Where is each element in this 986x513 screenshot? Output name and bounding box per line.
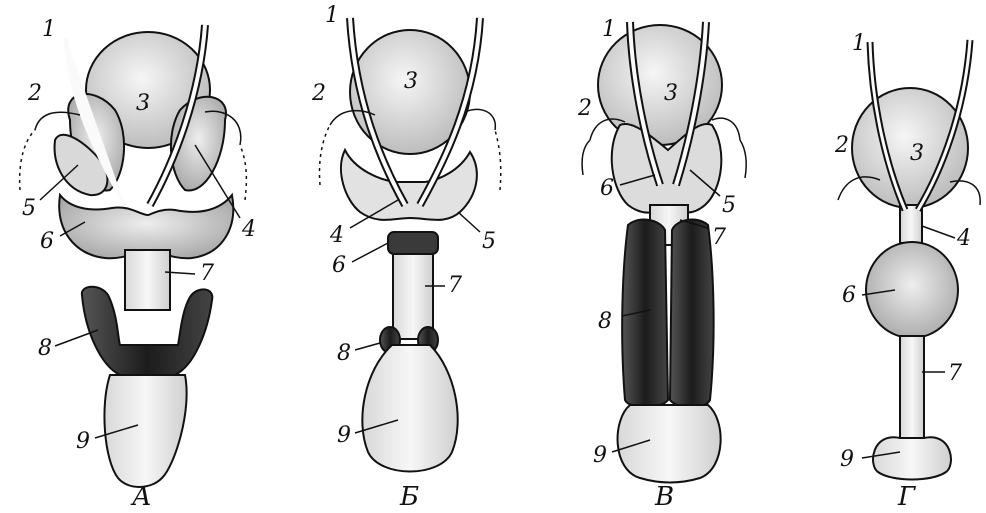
- panel-g-prostate: [866, 242, 958, 338]
- panel-a-label-5: 5: [22, 196, 36, 221]
- panel-v-label-1: 1: [602, 17, 616, 42]
- panel-g-label-9: 9: [840, 447, 854, 472]
- panel-g-label-4: 4: [956, 226, 971, 251]
- panel-v-bulbourethral-glands: [622, 220, 668, 408]
- panel-b-label-7: 7: [448, 273, 462, 298]
- panel-b: 1 2 3 4 5 6 7 8 9 Б: [311, 3, 501, 512]
- panel-a-label-4: 4: [241, 217, 256, 242]
- panel-b-label-5: 5: [482, 229, 496, 254]
- panel-b-seminal-vesicle: [341, 150, 477, 220]
- panel-g-label-7: 7: [948, 361, 962, 386]
- panel-b-glans: [362, 345, 457, 472]
- panel-g-leader-4: [922, 226, 955, 238]
- panel-g-urethra: [900, 336, 924, 438]
- panel-b-ureter-right: [465, 109, 495, 130]
- panel-v-caption: В: [654, 482, 674, 512]
- panel-a-label-9: 9: [76, 429, 90, 454]
- panel-v-label-6: 6: [600, 176, 614, 201]
- panel-v-label-9: 9: [593, 443, 607, 468]
- panel-v: 1 2 3 5 6 7 8 9 В: [577, 17, 746, 512]
- panel-a-label-2: 2: [27, 81, 42, 106]
- panel-v-label-2: 2: [577, 96, 592, 121]
- panel-g: 1 2 3 4 6 7 9 Г: [834, 31, 980, 512]
- panel-a-ureter-right-dash: [240, 145, 246, 200]
- panel-a-caption: А: [130, 482, 152, 512]
- panel-g-glans: [873, 437, 951, 479]
- panel-b-label-9: 9: [337, 423, 351, 448]
- panel-b-label-4: 4: [329, 223, 344, 248]
- panel-g-caption: Г: [897, 482, 916, 512]
- panel-a-prostate: [59, 195, 233, 258]
- panel-b-label-8: 8: [337, 341, 351, 366]
- panel-b-label-6: 6: [332, 253, 346, 278]
- panel-a-label-1: 1: [42, 17, 56, 42]
- panel-b-prostate: [388, 232, 438, 254]
- panel-a-label-6: 6: [40, 229, 54, 254]
- panel-b-leader-8: [355, 343, 380, 350]
- panel-b-ureter-left-dash: [319, 125, 330, 185]
- panel-b-leader-6: [352, 243, 388, 262]
- panel-v-bulbourethral-glands-right: [670, 220, 714, 408]
- panel-v-label-7: 7: [712, 225, 726, 250]
- panel-b-ureter-right-dash: [495, 130, 501, 190]
- panel-a-urethra: [125, 250, 170, 310]
- panel-b-label-1: 1: [325, 3, 339, 28]
- panel-v-label-8: 8: [598, 309, 612, 334]
- panel-v-label-5: 5: [722, 193, 736, 218]
- panel-v-label-3: 3: [664, 81, 678, 106]
- panel-g-label-1: 1: [852, 31, 866, 56]
- panel-a-label-3: 3: [136, 91, 150, 116]
- panel-b-label-3: 3: [404, 69, 418, 94]
- panel-a-ureter-left-dash: [20, 130, 35, 190]
- panel-b-label-2: 2: [311, 81, 326, 106]
- panel-g-label-6: 6: [842, 283, 856, 308]
- panel-g-label-3: 3: [910, 141, 924, 166]
- panel-v-ureter-right-2: [740, 140, 746, 178]
- panel-a: 1 2 3 4 5 6 7 8 9 А: [20, 17, 256, 512]
- panel-v-ureter-left-2: [582, 140, 590, 175]
- panel-g-label-2: 2: [834, 133, 849, 158]
- panel-a-label-7: 7: [200, 261, 214, 286]
- panel-v-glans: [618, 405, 721, 483]
- panel-b-caption: Б: [399, 482, 419, 512]
- panel-a-label-8: 8: [38, 336, 52, 361]
- panel-b-leader-5: [458, 212, 480, 232]
